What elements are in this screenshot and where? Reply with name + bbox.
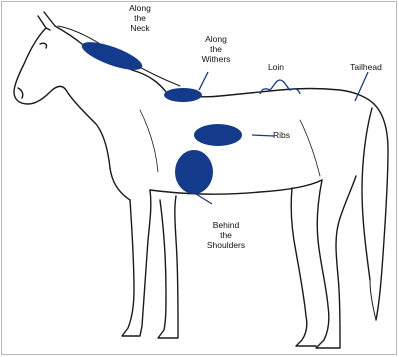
marker-withers <box>164 88 202 102</box>
leader-withers <box>199 72 208 90</box>
leader-tailhead <box>355 72 368 101</box>
marker-shoulders <box>175 150 213 194</box>
label-shoulders: Behind the Shoulders <box>196 220 256 250</box>
marker-ribs <box>194 124 242 146</box>
label-tailhead: Tailhead <box>344 62 388 72</box>
marker-neck <box>79 37 145 76</box>
label-loin: Loin <box>260 62 292 72</box>
label-neck: Along the Neck <box>120 3 160 33</box>
leader-ribs <box>252 135 274 136</box>
label-withers: Along the Withers <box>196 34 236 64</box>
label-ribs: Ribs <box>273 130 301 140</box>
leader-shoulders <box>196 194 212 204</box>
